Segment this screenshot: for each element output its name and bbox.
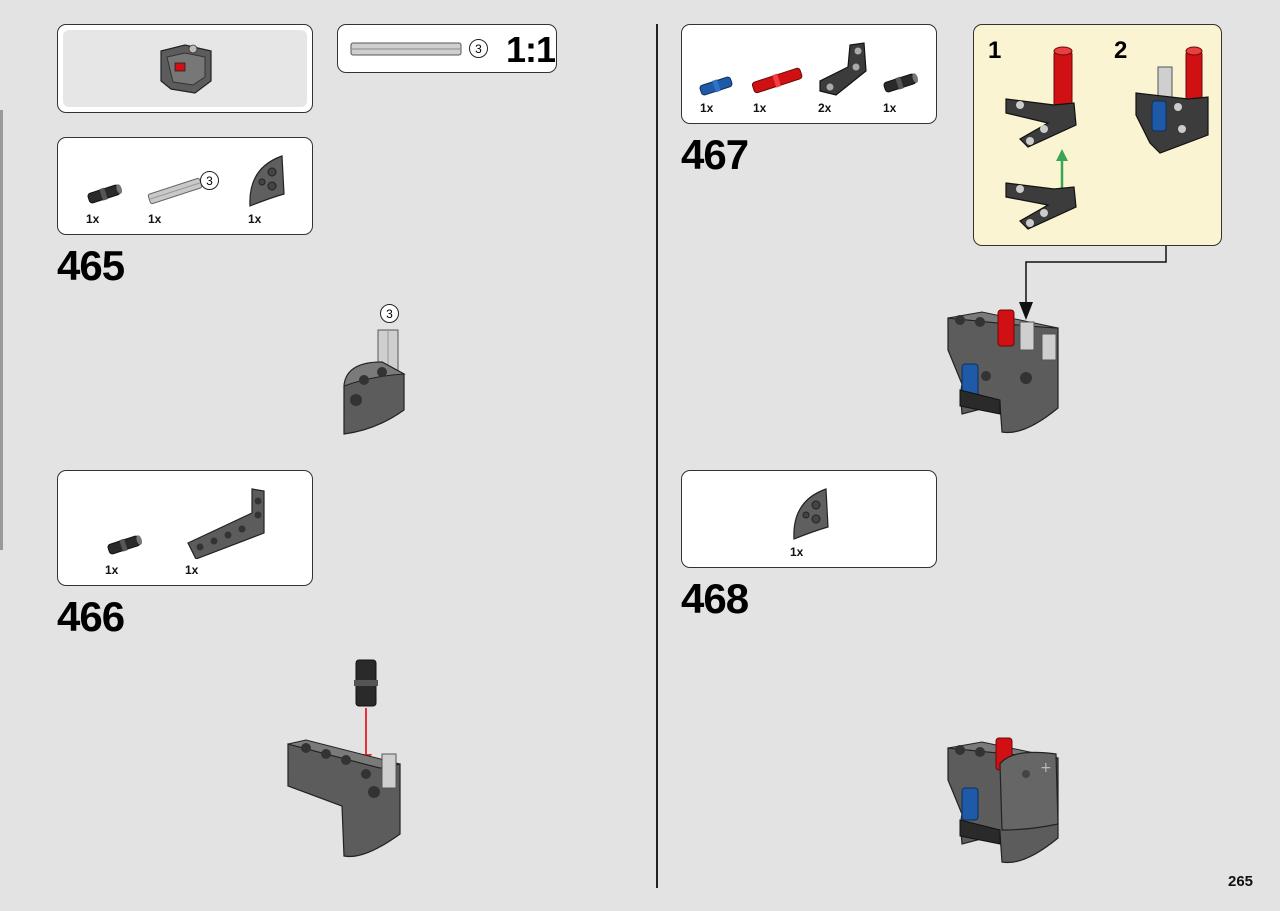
substep-1-assembly [1005,46,1077,230]
step-465-assembly [343,329,406,435]
curved-beam-icon [793,488,829,540]
axle-length-badge: 3 [469,39,488,58]
angle-beam-icon [819,42,867,96]
step-468-assembly: + [947,737,1059,864]
callout-connector-arrow [1019,246,1167,320]
subassembly-icon [160,44,212,94]
step-466-parts-box: 1x 1x [57,470,313,586]
part-qty: 1x [185,563,199,577]
step-465-parts-box: 1x 3 1x 1x [57,137,313,235]
step-467-number: 467 [681,131,749,178]
step-466-number: 466 [57,593,125,640]
step-467-assembly [947,309,1059,434]
l-beam-icon [187,488,265,559]
part-qty: 1x [148,212,162,226]
axle-3-icon [350,42,462,56]
callout-axle-length: 3 [380,304,399,323]
part-qty: 2x [818,101,832,115]
part-qty: 1x [883,101,897,115]
curved-beam-icon [249,155,285,207]
step-467-callout: 1 2 [973,24,1222,246]
red-axle-pin-icon [751,67,803,94]
subassembly-preview-box [57,24,313,113]
page-divider [656,24,658,888]
part-qty: 1x [248,212,262,226]
svg-text:+: + [1040,760,1052,776]
substep-2-number: 2 [1114,37,1128,64]
step-465-number: 465 [57,242,125,289]
scale-label: 1:1 [506,29,556,70]
blue-pin-icon [699,76,733,96]
black-pin-icon [87,184,123,204]
part-qty: 1x [753,101,767,115]
part-qty: 1x [700,101,714,115]
substep-2-assembly [1135,46,1209,154]
page-edge-marker [0,110,3,550]
step-467-parts-box: 1x 1x 2x 1x [681,24,937,124]
axle-length-badge: 3 [200,171,219,190]
part-qty: 1x [86,212,100,226]
step-468-parts-box: 1x [681,470,937,568]
page-number: 265 [1228,873,1254,890]
step-466-assembly [287,659,401,858]
part-qty: 1x [790,545,804,559]
black-pin-icon [107,535,143,555]
scale-box: 3 1:1 [337,24,557,73]
gray-axle-icon [147,177,203,205]
substep-1-number: 1 [988,37,1002,64]
step-468-number: 468 [681,575,749,622]
part-qty: 1x [105,563,119,577]
black-pin-icon [883,73,919,93]
